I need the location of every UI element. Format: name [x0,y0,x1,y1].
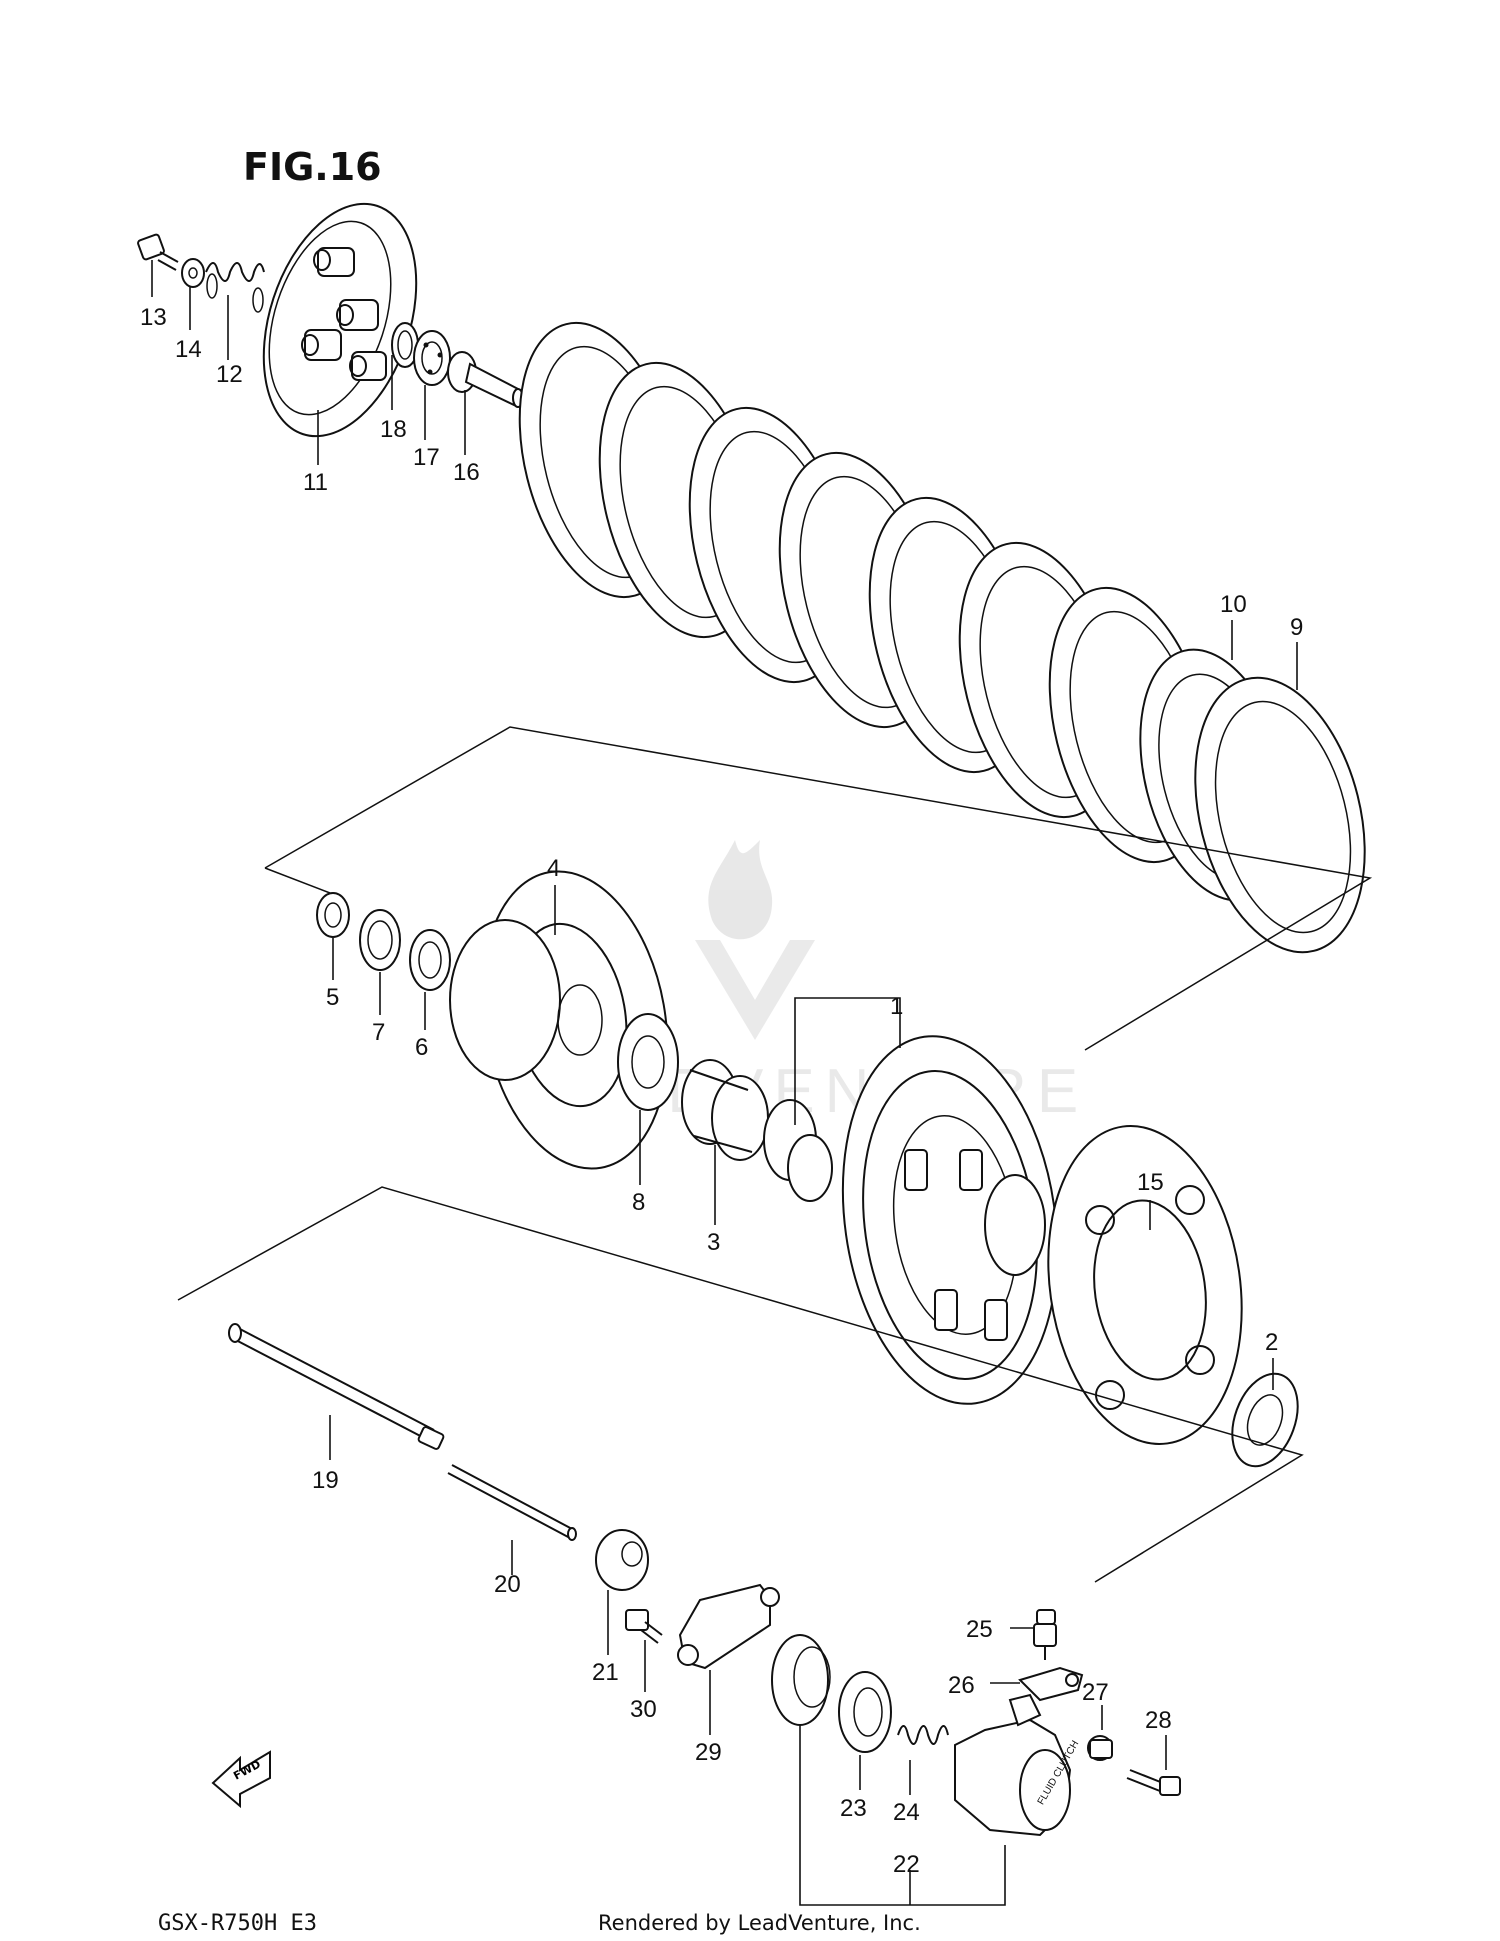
push-rod-19 [228,1323,445,1450]
pressure-plate-assembly [137,202,524,438]
callout-28: 28 [1145,1707,1172,1734]
bracket-1 [794,997,901,1125]
dowel-27 [1087,1735,1113,1761]
rendered-by-credit: Rendered by LeadVenture, Inc. [598,1911,921,1935]
washer-14 [181,258,205,288]
clutch-sleeve-hub [316,870,833,1202]
callout-8: 8 [632,1189,645,1216]
push-rod-20 [447,1464,577,1541]
callout-2: 2 [1265,1329,1278,1356]
callout-20: 20 [494,1571,521,1598]
spring-24 [897,1725,949,1745]
callout-16: 16 [453,459,480,486]
callout-27: 27 [1082,1679,1109,1706]
callout-25: 25 [966,1616,993,1643]
model-code: GSX-R750H E3 [158,1911,317,1936]
callout-12: 12 [216,361,243,388]
callout-13: 13 [140,304,167,331]
callout-19: 19 [312,1467,339,1494]
callout-4: 4 [547,855,560,882]
callout-30: 30 [630,1696,657,1723]
watermark-logo [695,840,815,1040]
bolt-13 [137,233,179,271]
figure-title: FIG.16 [243,145,382,189]
callout-1: 1 [890,993,903,1020]
callout-5: 5 [326,984,339,1011]
slave-cylinder-22: FLUID CLUTCH [954,1693,1081,1837]
callout-22: 22 [893,1851,920,1878]
primary-driven-gear-assembly [841,1035,1299,1468]
callout-29: 29 [695,1739,722,1766]
callout-21: 21 [592,1659,619,1686]
pressure-plate-11 [262,202,418,438]
callout-7: 7 [372,1019,385,1046]
callout-11: 11 [303,469,328,496]
leader-lines [151,260,1298,1905]
callout-26: 26 [948,1672,975,1699]
bolt-28 [1126,1769,1181,1796]
group-outline-upper [264,726,1373,1051]
push-piece-16 [447,351,524,408]
callout-14: 14 [175,336,202,363]
clutch-plate-stack [518,321,1366,954]
bearing-17 [413,330,451,386]
callout-15: 15 [1137,1169,1164,1196]
gasket-29 [677,1583,780,1670]
callout-10: 10 [1220,591,1247,618]
piston-seal-23 [771,1634,892,1753]
callout-9: 9 [1290,614,1303,641]
callout-18: 18 [380,416,407,443]
piston-21 [595,1529,649,1591]
spring-12 [205,262,265,313]
callout-3: 3 [707,1229,720,1256]
bleeder-valve-25 [1033,1609,1057,1660]
bracket-22 [799,1725,1006,1906]
bleeder-cap-26 [1018,1666,1084,1702]
group-outline-lower [177,1186,1304,1583]
callout-17: 17 [413,444,440,471]
callout-24: 24 [893,1799,920,1826]
callout-labels: 13 14 12 18 17 16 11 10 9 4 5 7 6 1 8 3 … [140,304,1303,1878]
bolt-30 [625,1609,663,1644]
callout-6: 6 [415,1034,428,1061]
callout-23: 23 [840,1795,867,1822]
fwd-arrow-icon: FWD [211,1750,271,1809]
